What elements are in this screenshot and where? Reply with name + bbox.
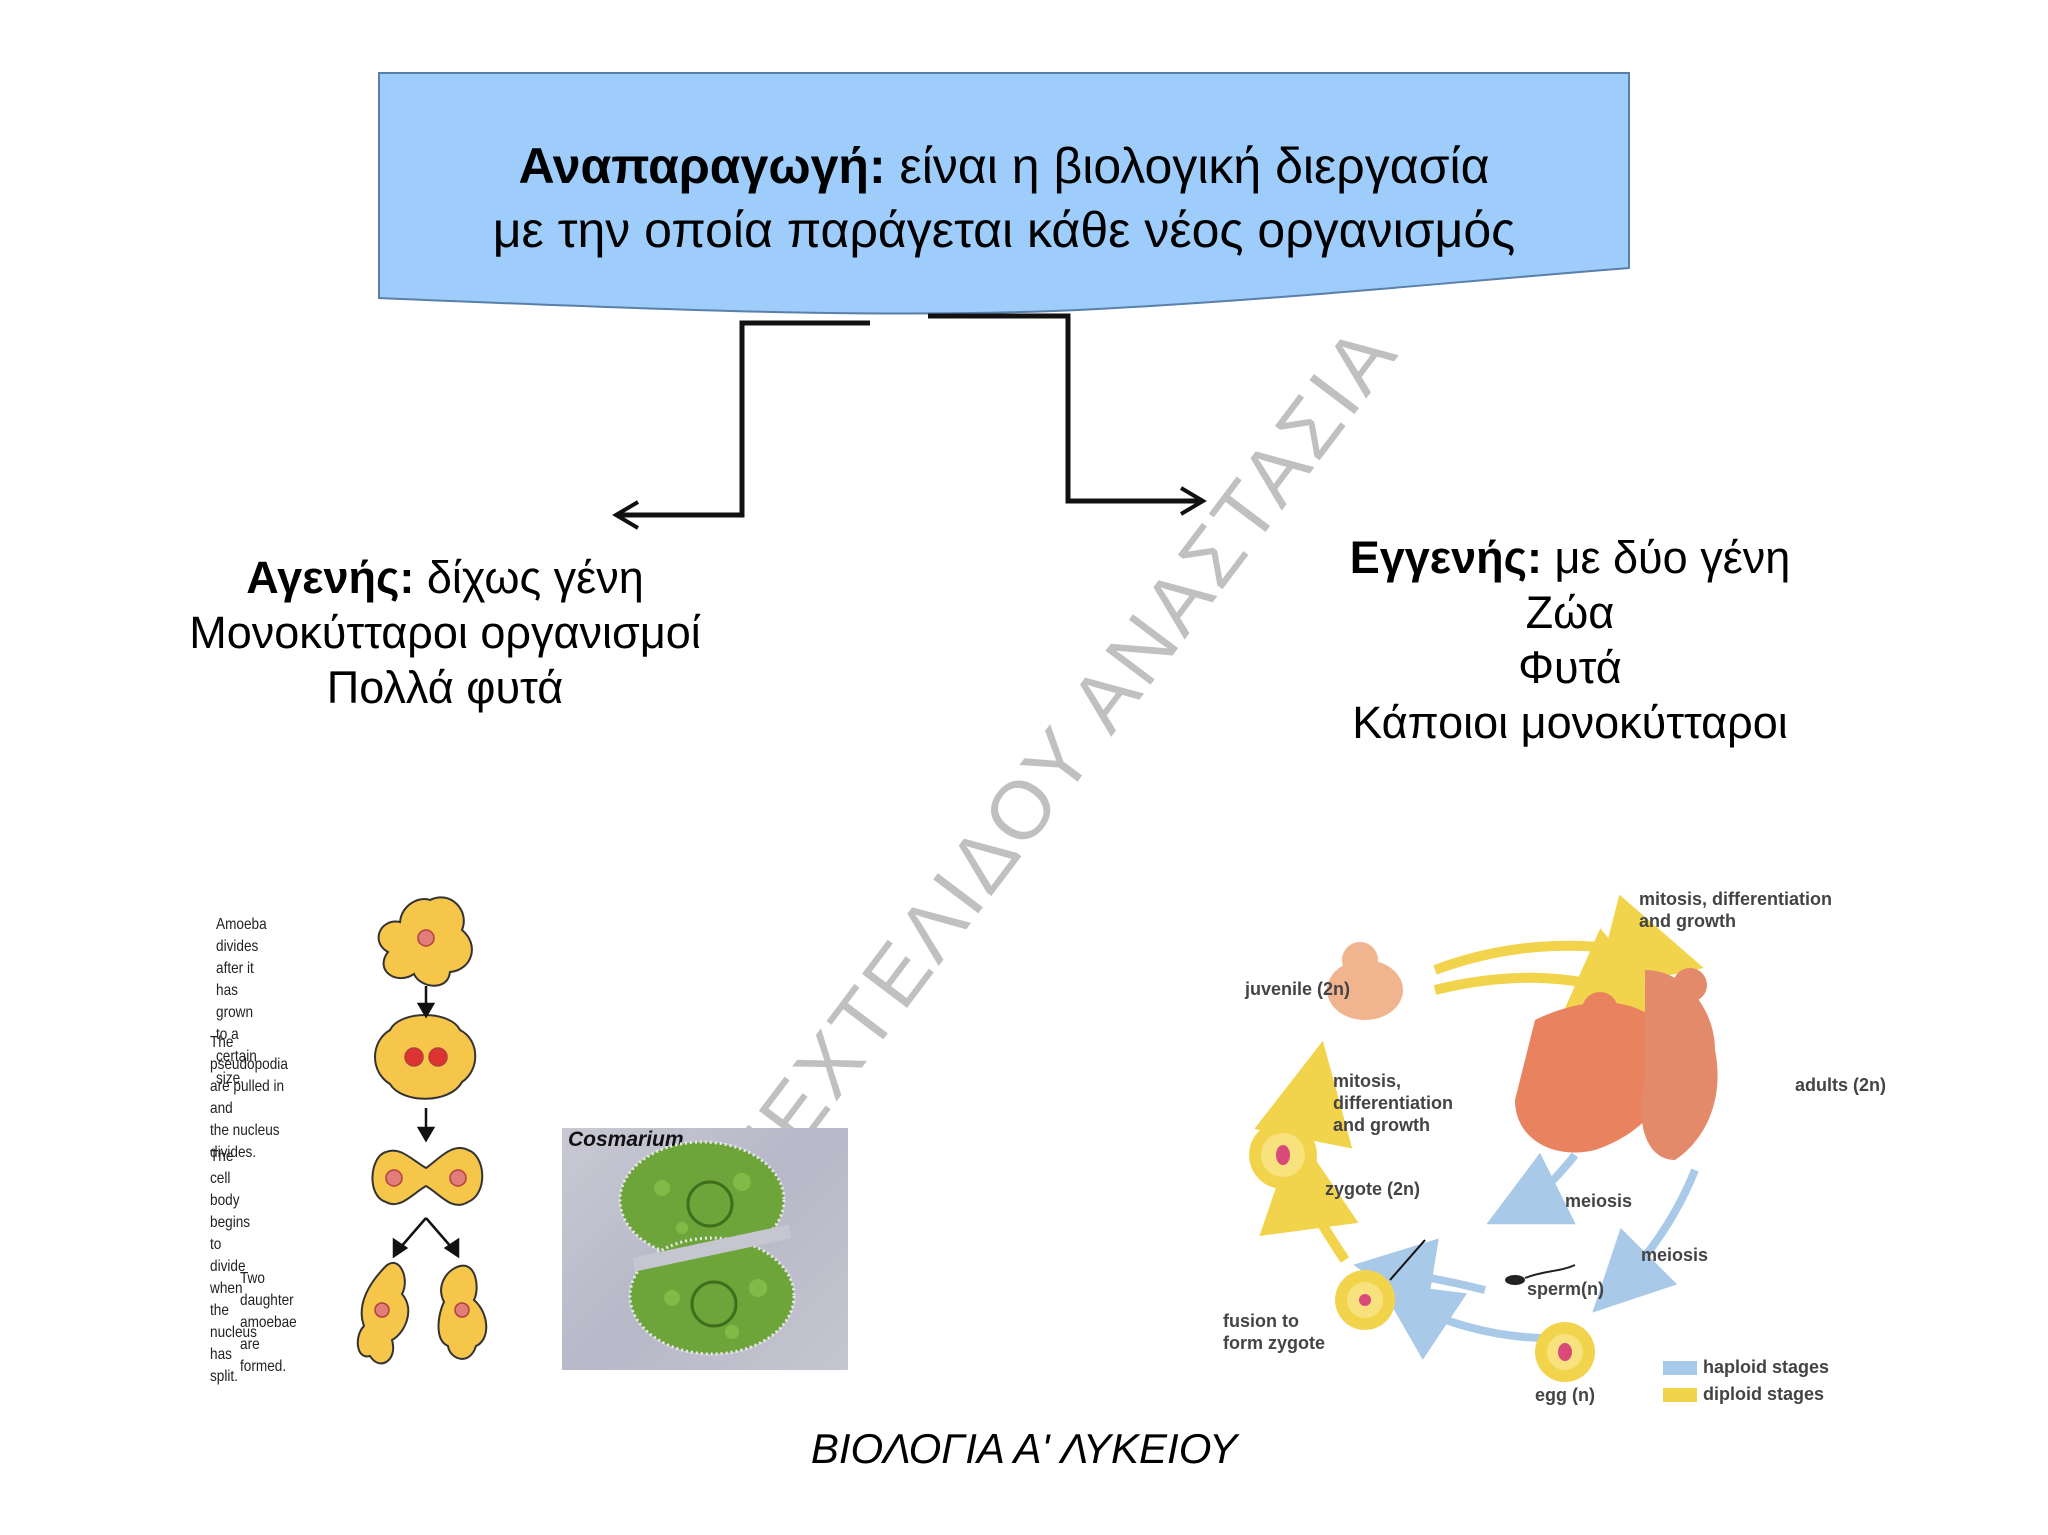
- left-arrowhead: [612, 500, 640, 530]
- egg-label: egg (n): [1535, 1385, 1595, 1405]
- amoeba-nucleus-2a: [404, 1047, 424, 1067]
- legend-diploid-swatch: [1663, 1388, 1697, 1402]
- sexual-example-2: Φυτά: [1518, 642, 1622, 693]
- meiosis-label-2: meiosis: [1641, 1245, 1709, 1265]
- zygote-cell: [1249, 1121, 1317, 1189]
- left-connector-line: [618, 320, 870, 518]
- definition-line-2: με την οποία παράγεται κάθε νέος οργανισ…: [492, 202, 1516, 258]
- asexual-term: Αγενής:: [246, 552, 415, 603]
- amoeba-nucleus-1: [417, 929, 435, 947]
- amoeba-nucleus-2b: [428, 1047, 448, 1067]
- adults-figure: [1515, 968, 1718, 1160]
- legend-haploid-label: haploid stages: [1703, 1357, 1830, 1377]
- legend-diploid-label: diploid stages: [1703, 1384, 1825, 1404]
- definition-line-1: είναι η βιολογική διεργασία: [885, 138, 1490, 194]
- zygote-label: zygote (2n): [1325, 1179, 1421, 1199]
- asexual-example-1: Μονοκύτταροι οργανισμοί: [189, 607, 701, 658]
- amoeba-nucleus-4b: [454, 1302, 470, 1318]
- sexual-term: Εγγενής:: [1349, 532, 1543, 583]
- right-arrowhead: [1179, 486, 1207, 516]
- amoeba-nucleus-3a: [385, 1169, 403, 1187]
- adults-label: adults (2n): [1795, 1075, 1887, 1095]
- sperm-cell: [1505, 1264, 1576, 1285]
- asexual-example-2: Πολλά φυτά: [326, 662, 564, 713]
- amoeba-nucleus-3b: [449, 1169, 467, 1187]
- amoeba-stage-2: [374, 1014, 477, 1100]
- amoeba-nucleus-4a: [374, 1302, 390, 1318]
- legend-haploid-swatch: [1663, 1361, 1697, 1375]
- asexual-reproduction-text: Αγενής: δίχως γένη Μονοκύτταροι οργανισμ…: [150, 550, 740, 715]
- banner-shape: [378, 72, 1630, 315]
- fusion-cell: [1335, 1239, 1426, 1330]
- amoeba-stage-3: [371, 1147, 484, 1206]
- juvenile-figure: [1327, 942, 1403, 1020]
- right-connector-line: [928, 313, 1200, 504]
- footer-course-title: ΒΙΟΛΟΓΙΑ Α' ΛΥΚΕΙΟΥ: [810, 1425, 1238, 1472]
- sexual-example-3: Κάποιοι μονοκύτταροι: [1352, 697, 1788, 748]
- cosmarium-label: Cosmarium: [568, 1128, 684, 1151]
- definition-term: Αναπαραγωγή:: [518, 138, 886, 194]
- definition-text: Αναπαραγωγή: είναι η βιολογική διεργασία…: [378, 134, 1630, 262]
- meiosis-label-1: meiosis: [1565, 1191, 1633, 1211]
- sexual-example-1: Ζώα: [1525, 587, 1615, 638]
- sperm-label: sperm(n): [1527, 1279, 1605, 1299]
- amoeba-drawings: [356, 896, 488, 1365]
- asexual-definition: δίχως γένη: [414, 552, 644, 603]
- juvenile-label: juvenile (2n): [1245, 979, 1351, 999]
- definition-banner: Αναπαραγωγή: είναι η βιολογική διεργασία…: [378, 72, 1630, 316]
- life-cycle-drawing: [1249, 894, 1718, 1402]
- cosmarium-cell-drawing: [618, 1140, 796, 1356]
- sexual-definition: με δύο γένη: [1542, 532, 1791, 583]
- sexual-reproduction-text: Εγγενής: με δύο γένη Ζώα Φυτά Κάποιοι μο…: [1280, 530, 1860, 750]
- cosmarium-figure: Cosmarium: [562, 1128, 848, 1370]
- egg-cell: [1535, 1322, 1595, 1382]
